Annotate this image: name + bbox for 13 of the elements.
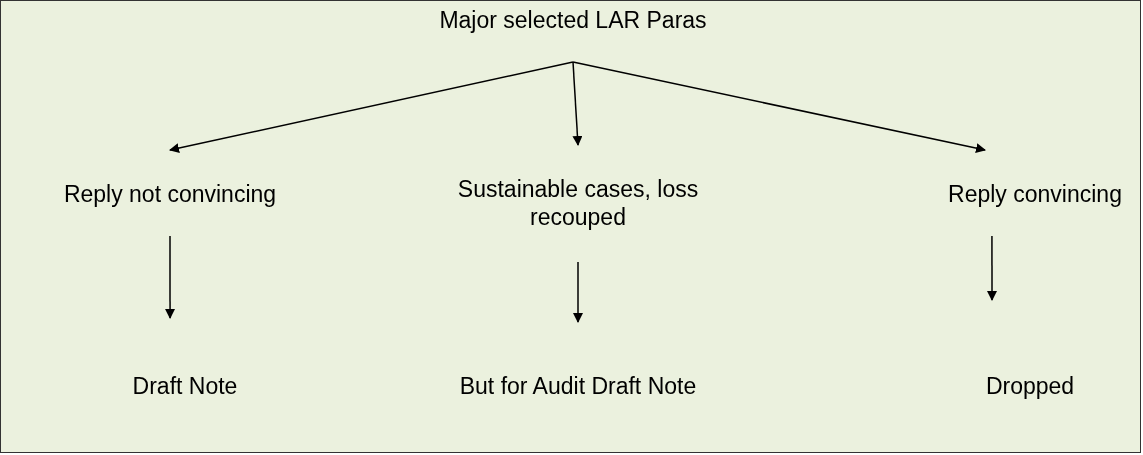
- arrow: [169, 61, 574, 153]
- node-label: Sustainable cases, loss recouped: [456, 175, 700, 231]
- arrow: [572, 61, 986, 153]
- node-label: Draft Note: [132, 372, 238, 400]
- node-label: But for Audit Draft Note: [459, 372, 697, 400]
- arrow: [573, 261, 583, 323]
- node-label: Reply not convincing: [63, 180, 277, 208]
- arrow: [165, 235, 176, 319]
- node-label: Major selected LAR Paras: [439, 6, 707, 34]
- arrow: [987, 235, 997, 301]
- node-label: Reply convincing: [948, 180, 1122, 208]
- node-label: Dropped: [985, 372, 1075, 400]
- arrow: [572, 61, 583, 146]
